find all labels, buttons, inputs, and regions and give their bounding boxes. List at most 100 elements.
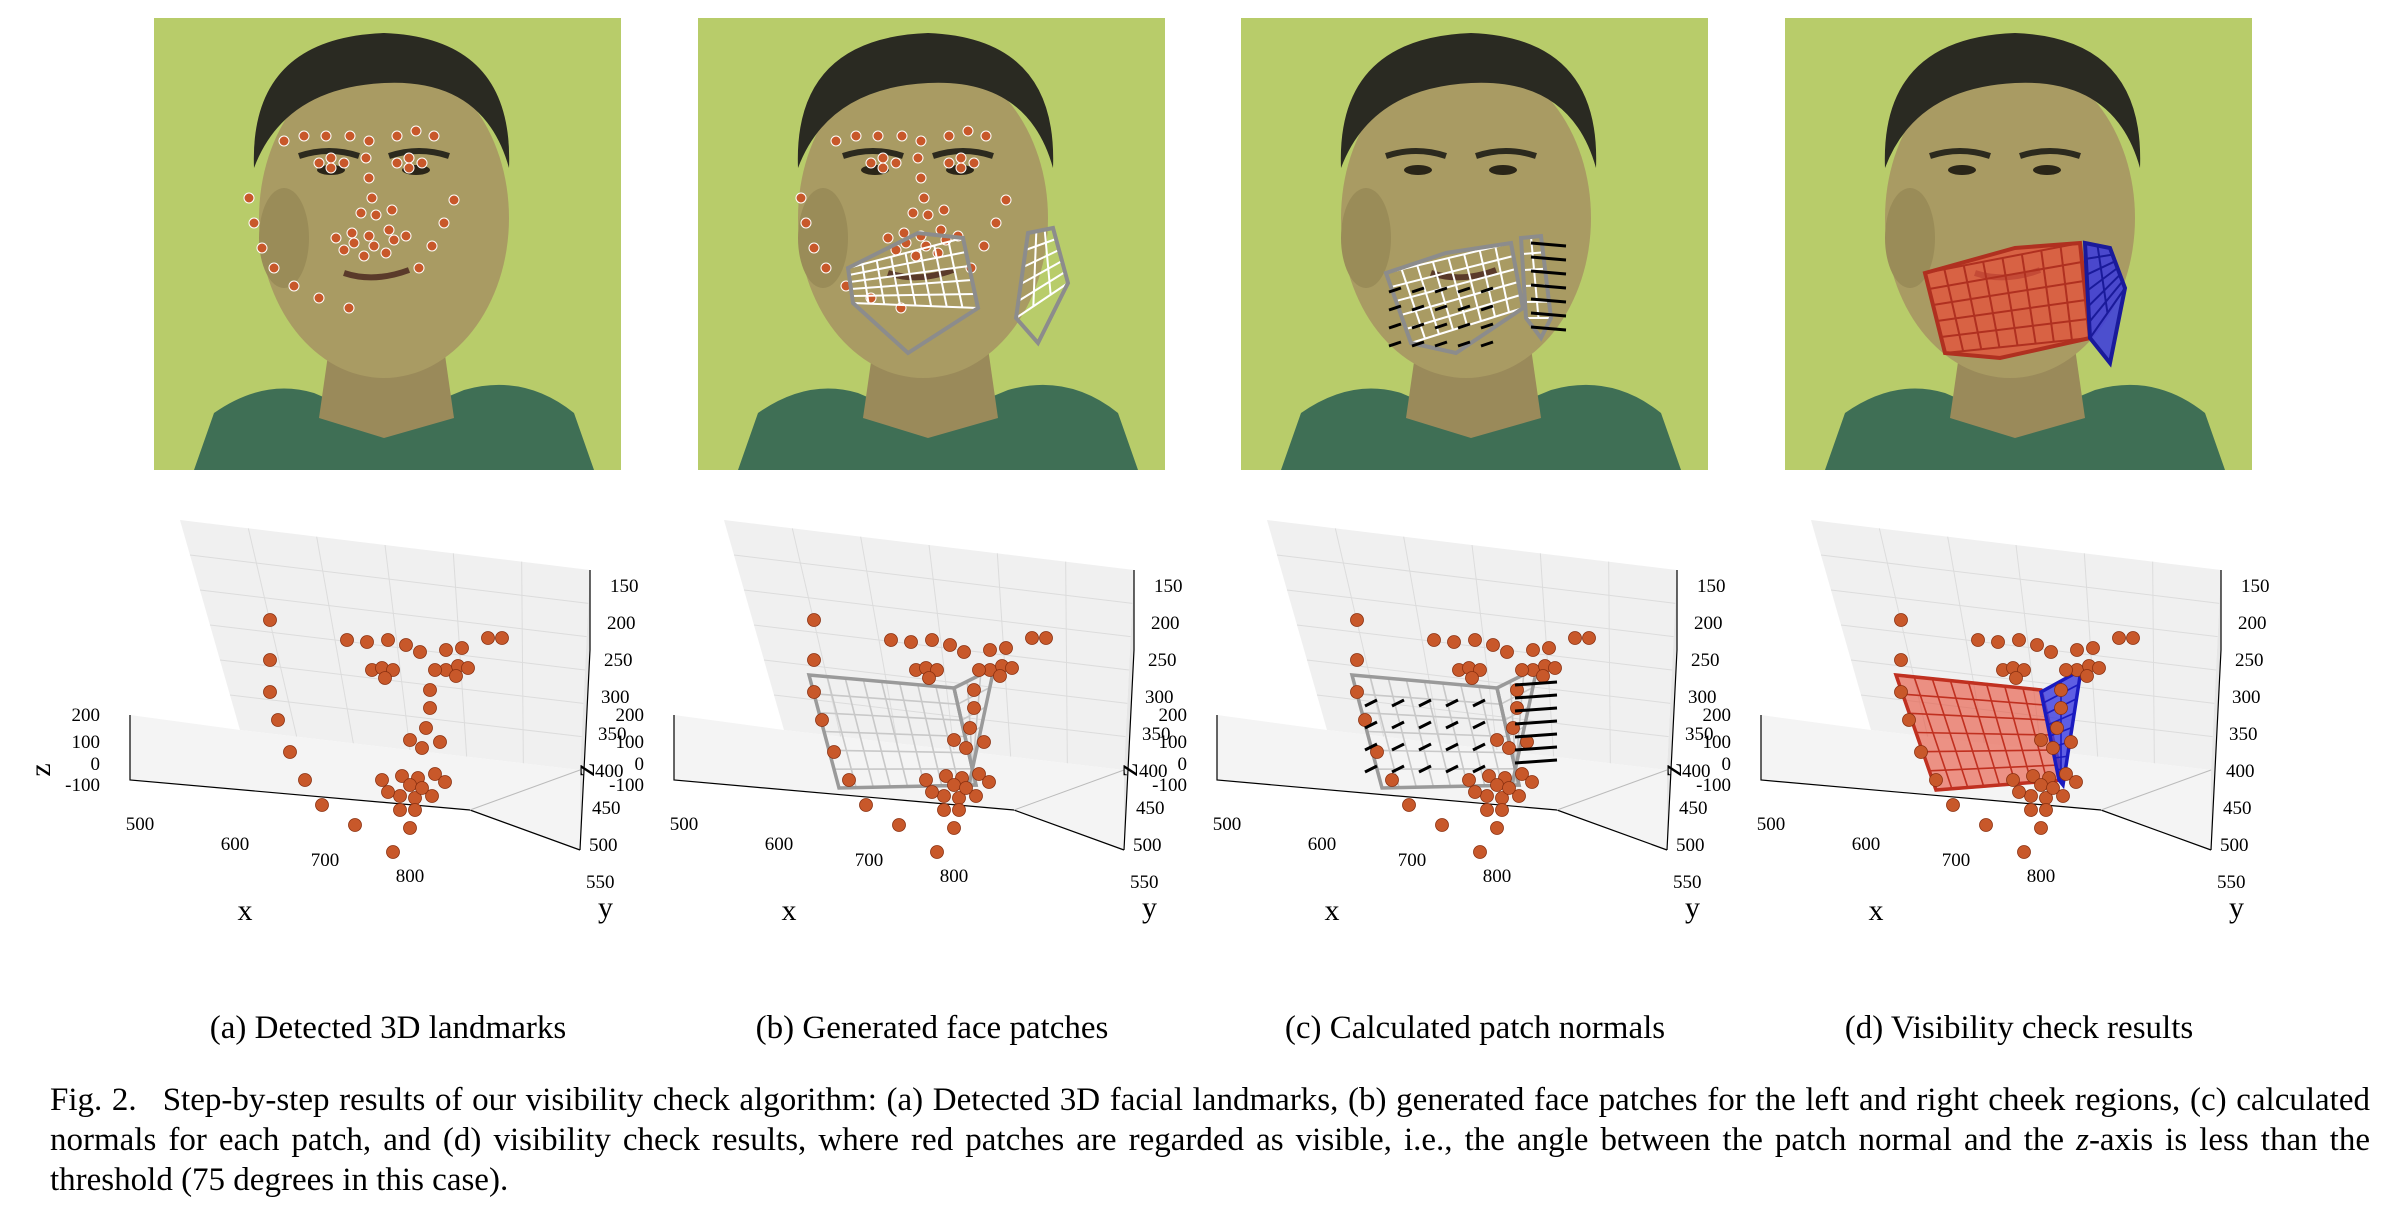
normal-arrow	[1530, 269, 1567, 276]
landmark-point	[904, 635, 918, 649]
hair	[1884, 33, 2141, 168]
plot-front-face	[674, 715, 1124, 850]
landmark-point	[268, 262, 280, 274]
landmark-point	[2046, 741, 2060, 755]
plot-d-svg: 2001000-10050060070080015020025030035040…	[1655, 520, 2270, 927]
patch-grid-line	[2085, 253, 2113, 260]
y-tick-label: 300	[1688, 687, 1717, 708]
z-tick-label: 0	[91, 754, 101, 775]
landmark-point	[391, 130, 403, 142]
landmark-point	[1495, 803, 1509, 817]
y-tick-label: 350	[1685, 724, 1714, 745]
landmark-point	[1490, 778, 1504, 792]
normal-arrow	[1514, 706, 1558, 713]
landmark-point	[915, 172, 927, 184]
patch-grid-line	[1463, 254, 1482, 322]
landmark-point	[403, 162, 415, 174]
landmark-point	[947, 821, 961, 835]
landmark-point	[1515, 663, 1529, 677]
landmark-point	[1468, 785, 1482, 799]
eye-left	[1948, 165, 1976, 175]
normal-arrow	[1434, 304, 1448, 312]
photo-a-svg	[154, 18, 621, 470]
landmark-point	[1480, 789, 1494, 803]
landmark-point	[1536, 669, 1550, 683]
mouth	[343, 267, 411, 281]
landmark-point	[438, 217, 450, 229]
plot-edge	[2100, 769, 2212, 811]
landmark-point	[343, 302, 355, 314]
landmark-point	[939, 769, 953, 783]
patch-grid-line	[1962, 265, 1983, 350]
landmark-point	[415, 781, 429, 795]
patch-grid-line	[1909, 712, 2049, 721]
patch-grid-line	[1356, 693, 1501, 705]
z-tick-label: -100	[1152, 775, 1187, 796]
landmark-point	[363, 135, 375, 147]
y-tick-label: 550	[2217, 872, 2246, 893]
landmark-point	[1482, 769, 1496, 783]
landmark-point	[2054, 683, 2068, 697]
landmark-point	[363, 172, 375, 184]
y-tick-label: 200	[2238, 613, 2267, 634]
landmark-point	[1480, 803, 1494, 817]
landmark-point	[1465, 671, 1479, 685]
landmark-point	[378, 671, 392, 685]
landmark-point	[2054, 701, 2068, 715]
caption-text-end: -axis is less than the threshold (75 deg…	[50, 1122, 2370, 1198]
normal-arrow	[1388, 286, 1402, 294]
landmark-point	[2059, 767, 2073, 781]
landmark-point	[842, 773, 856, 787]
patch-grid-line	[851, 293, 976, 297]
z-tick-label: -100	[65, 775, 100, 796]
patch-grid-line	[813, 693, 958, 705]
x-tick-label: 600	[765, 834, 794, 855]
landmark-point	[2034, 733, 2048, 747]
normal-arrow	[1530, 255, 1567, 262]
landmark-point	[2059, 663, 2073, 677]
normal-arrow	[1418, 720, 1432, 730]
patch-outline	[1383, 240, 1526, 356]
ear	[1341, 188, 1391, 288]
plot-side-face	[1124, 570, 1134, 850]
plot-edge	[469, 769, 581, 811]
patch-grid-line	[1447, 257, 1468, 326]
eyebrow-right	[1475, 148, 1537, 159]
y-tick-label: 500	[2220, 835, 2249, 856]
plot-b-svg: 2001000-10050060070080015020025030035040…	[568, 520, 1183, 927]
landmark-point	[2064, 735, 2078, 749]
landmark-point	[338, 157, 350, 169]
normal-arrow	[1514, 758, 1558, 765]
patch-grid-line	[1915, 731, 2053, 736]
normal-arrow	[1530, 297, 1567, 304]
landmark-point	[263, 613, 277, 627]
landmark-point	[399, 638, 413, 652]
normal-arrow	[1472, 698, 1486, 708]
hair	[797, 33, 1054, 168]
landmark-point	[313, 292, 325, 304]
normal-arrow	[1514, 732, 1558, 739]
z-tick-label: 0	[1722, 754, 1732, 775]
patch-outline	[845, 230, 981, 356]
landmark-point	[1502, 781, 1516, 795]
patch-grid-line	[1015, 282, 1069, 319]
eye-left	[1404, 165, 1432, 175]
landmark-point	[1462, 773, 1476, 787]
landmark-point	[2006, 773, 2020, 787]
landmark-point	[271, 713, 285, 727]
normal-arrow	[1514, 719, 1558, 726]
normal-arrow	[1445, 720, 1459, 730]
y-tick-label: 150	[2241, 576, 2270, 597]
patch-grid-line	[1405, 294, 1521, 330]
landmark-point	[495, 631, 509, 645]
patch-grid-line	[875, 260, 886, 305]
normal-arrow	[1418, 698, 1432, 708]
landmark-point	[448, 194, 460, 206]
normal-arrow	[1472, 742, 1486, 752]
landmark-point	[400, 230, 412, 242]
normal-arrow	[1434, 286, 1448, 294]
hair	[1340, 33, 1597, 168]
x-axis-label: x	[782, 894, 797, 927]
landmark-point	[957, 645, 971, 659]
y-tick-label: 500	[1676, 835, 1705, 856]
